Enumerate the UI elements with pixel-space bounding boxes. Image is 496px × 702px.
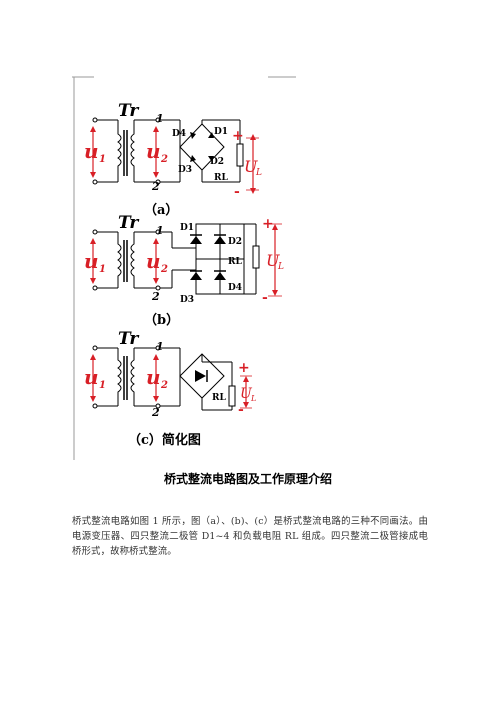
svg-text:1: 1 bbox=[99, 154, 106, 165]
svg-text:U: U bbox=[240, 386, 253, 402]
label-node2: 2 bbox=[151, 180, 160, 193]
label-node1: 1 bbox=[156, 112, 164, 125]
svg-text:L: L bbox=[277, 262, 284, 272]
svg-text:+: + bbox=[232, 128, 244, 144]
diode-symbol bbox=[208, 156, 214, 162]
svg-text:U: U bbox=[266, 251, 280, 270]
svg-text:D4: D4 bbox=[228, 283, 242, 293]
svg-text:1: 1 bbox=[99, 380, 106, 391]
svg-text:-: - bbox=[262, 290, 268, 306]
label-u1: u bbox=[84, 139, 99, 163]
primary-coil bbox=[117, 120, 122, 182]
subcaption-a: （a） bbox=[144, 202, 178, 218]
svg-text:D1: D1 bbox=[214, 127, 228, 137]
svg-text:D2: D2 bbox=[228, 237, 242, 247]
primary-coil bbox=[117, 348, 122, 406]
diode-symbol bbox=[208, 132, 214, 138]
svg-text:D4: D4 bbox=[172, 129, 186, 139]
svg-text:U: U bbox=[244, 157, 258, 176]
svg-text:L: L bbox=[250, 394, 256, 403]
svg-text:1: 1 bbox=[156, 224, 164, 237]
subcaption-b: （b） bbox=[144, 312, 179, 328]
label-tr: Tr bbox=[118, 101, 139, 121]
svg-text:u: u bbox=[146, 365, 161, 389]
svg-text:Tr: Tr bbox=[118, 213, 139, 233]
circuit-a: Tr 1 2 u 1 u 2 D4 D1 D3 D2 bbox=[84, 101, 262, 218]
circuit-c: Tr 1 2 u 1 u 2 RL + - bbox=[84, 329, 256, 448]
diode-symbol bbox=[190, 155, 196, 162]
load-resistor bbox=[236, 143, 244, 167]
svg-text:+: + bbox=[262, 216, 274, 232]
svg-text:D3: D3 bbox=[180, 295, 194, 305]
secondary-coil bbox=[130, 120, 135, 182]
svg-text:RL: RL bbox=[228, 257, 242, 267]
svg-text:u: u bbox=[146, 249, 161, 273]
svg-text:RL: RL bbox=[214, 173, 228, 183]
bridge-rectifier-figure: Tr 1 2 u 1 u 2 D4 D1 D3 D2 bbox=[72, 76, 296, 460]
body-paragraph: 桥式整流电路如图 1 所示，图（a）、(b)、(c）是桥式整流电路的三种不同画法… bbox=[72, 516, 428, 557]
svg-text:1: 1 bbox=[99, 264, 106, 275]
svg-text:D3: D3 bbox=[178, 165, 192, 175]
terminal bbox=[92, 179, 98, 185]
svg-text:2: 2 bbox=[160, 380, 168, 391]
load-resistor bbox=[228, 385, 236, 407]
svg-text:D2: D2 bbox=[210, 157, 224, 167]
figure-caption: 桥式整流电路图及工作原理介绍 bbox=[163, 472, 332, 486]
svg-text:2: 2 bbox=[151, 406, 160, 419]
diode-symbol bbox=[190, 236, 202, 244]
svg-text:u: u bbox=[84, 365, 99, 389]
svg-text:Tr: Tr bbox=[118, 329, 139, 349]
label-u2: u bbox=[146, 139, 161, 163]
primary-coil bbox=[117, 232, 122, 288]
load-resistor bbox=[252, 245, 260, 269]
svg-text:D1: D1 bbox=[180, 223, 194, 233]
svg-text:-: - bbox=[234, 184, 240, 200]
svg-text:RL: RL bbox=[212, 393, 226, 403]
svg-text:2: 2 bbox=[160, 154, 168, 165]
diode-symbol bbox=[195, 370, 206, 382]
svg-text:+: + bbox=[238, 360, 250, 376]
diode-symbol bbox=[190, 132, 196, 139]
circuit-b: Tr 1 2 u 1 u 2 D1 D2 D3 D4 bbox=[84, 213, 284, 328]
svg-text:-: - bbox=[238, 402, 244, 418]
svg-text:2: 2 bbox=[151, 290, 160, 303]
terminal bbox=[92, 117, 98, 123]
svg-text:u: u bbox=[84, 249, 99, 273]
svg-text:2: 2 bbox=[160, 264, 168, 275]
diode-symbol bbox=[190, 272, 202, 280]
secondary-coil bbox=[130, 232, 135, 288]
subcaption-c: （c）简化图 bbox=[128, 432, 201, 448]
svg-text:1: 1 bbox=[156, 340, 164, 353]
secondary-coil bbox=[130, 348, 135, 406]
svg-text:L: L bbox=[255, 168, 262, 178]
